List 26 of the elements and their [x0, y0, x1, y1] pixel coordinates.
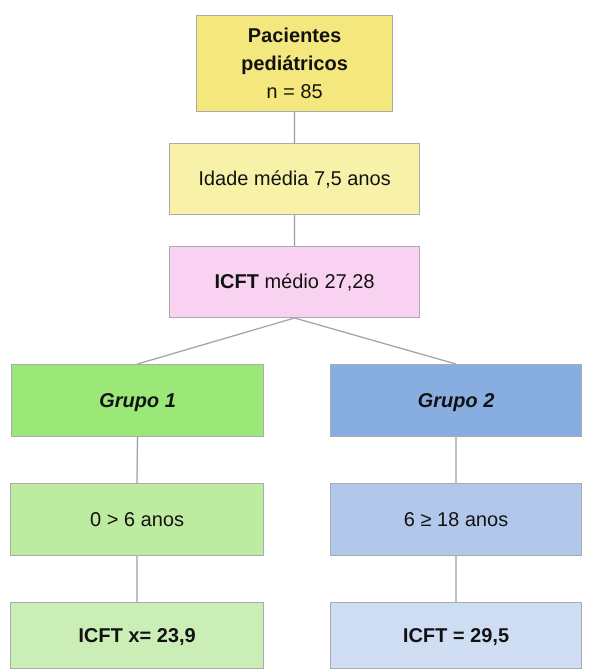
- box-text: Idade média 7,5 anos: [198, 167, 391, 192]
- box-text: ICFT = 29,5: [402, 624, 510, 648]
- connector-line: [294, 317, 456, 365]
- connector-line: [455, 437, 457, 483]
- connector-line: [136, 556, 138, 602]
- flow-box: [10, 483, 264, 556]
- box-text: 0 > 6 anos: [90, 508, 184, 532]
- box-text: Grupo 2: [418, 388, 494, 414]
- box-text: n = 85: [266, 80, 323, 104]
- box-text: ICFT x= 23,9: [78, 624, 196, 648]
- connector-line: [294, 112, 296, 143]
- connector-line: [294, 215, 296, 246]
- flow-box: [169, 143, 420, 215]
- connector-line: [455, 556, 457, 602]
- flow-box: [330, 364, 582, 437]
- flow-box: [11, 364, 264, 437]
- box-text: 6 ≥ 18 anos: [404, 508, 508, 532]
- flow-box: [10, 602, 264, 669]
- flow-box: [330, 602, 582, 669]
- flow-box: [169, 246, 420, 318]
- flow-box: [196, 15, 393, 112]
- box-text: Grupo 1: [99, 388, 176, 414]
- connector-line: [137, 317, 295, 365]
- flow-box: [330, 483, 582, 556]
- box-text: ICFT médio 27,28: [214, 270, 375, 295]
- connector-line: [136, 437, 138, 483]
